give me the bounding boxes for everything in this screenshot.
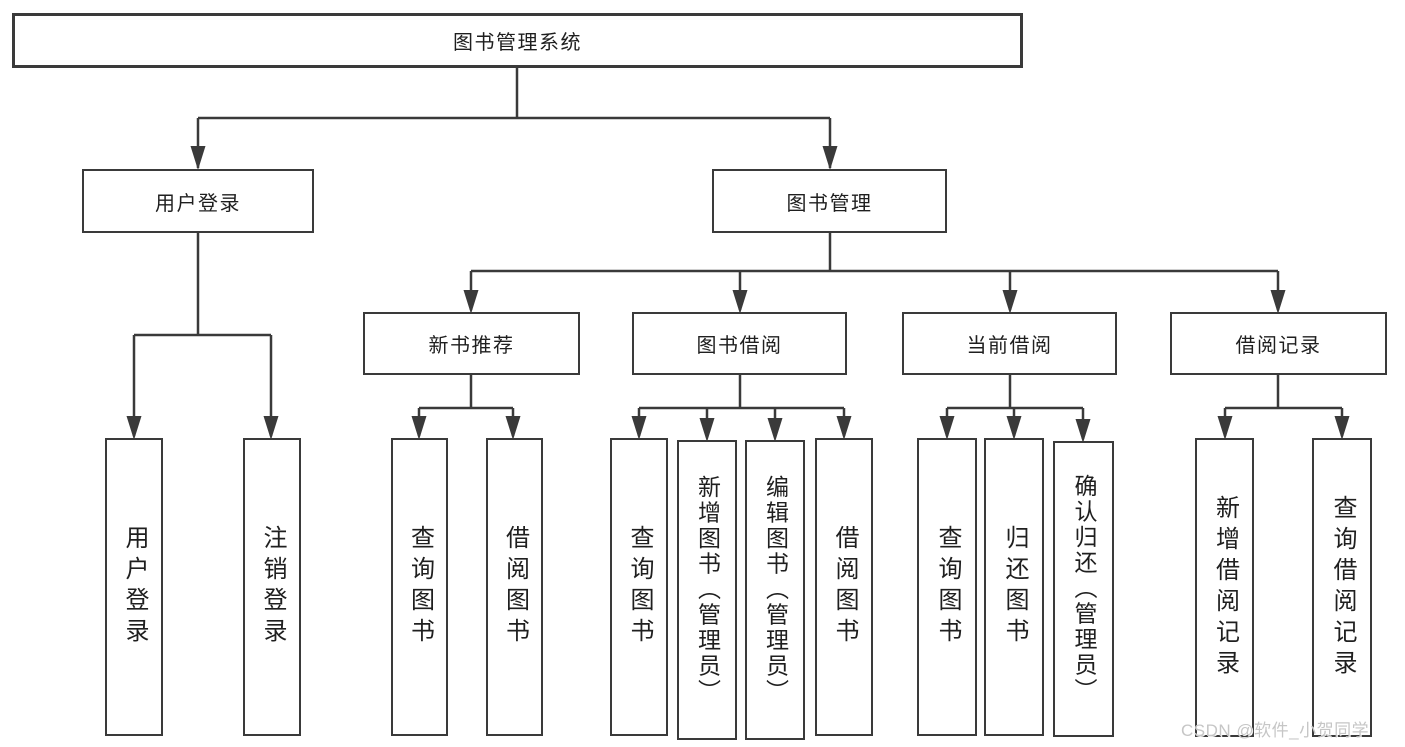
leaf-borrow-books-borrow-label: 借阅图书 xyxy=(831,525,858,649)
leaf-logout-login: 注销登录 xyxy=(243,438,301,736)
node-user-login-label: 用户登录 xyxy=(155,192,241,215)
node-borrow-records: 借阅记录 xyxy=(1170,312,1387,375)
leaf-query-borrow-record-label: 查询借阅记录 xyxy=(1329,494,1356,681)
leaf-edit-book-admin: 编辑图书（管理员） xyxy=(745,440,805,740)
leaf-query-borrow-record: 查询借阅记录 xyxy=(1312,438,1372,737)
node-book-borrow-label: 图书借阅 xyxy=(696,335,783,357)
leaf-return-book-label: 归还图书 xyxy=(1001,525,1028,649)
node-borrow-records-label: 借阅记录 xyxy=(1235,335,1322,357)
node-user-login: 用户登录 xyxy=(82,169,314,233)
node-book-management: 图书管理 xyxy=(712,169,947,233)
leaf-logout-login-label: 注销登录 xyxy=(259,525,286,649)
leaf-return-book: 归还图书 xyxy=(984,438,1044,736)
leaf-edit-book-admin-label: 编辑图书（管理员） xyxy=(762,475,789,705)
leaf-add-borrow-record: 新增借阅记录 xyxy=(1195,438,1254,737)
node-new-book-recommend: 新书推荐 xyxy=(363,312,580,375)
node-book-borrow: 图书借阅 xyxy=(632,312,847,375)
leaf-query-books-recommend: 查询图书 xyxy=(391,438,448,736)
node-current-borrow-label: 当前借阅 xyxy=(966,335,1053,357)
leaf-borrow-books-recommend-label: 借阅图书 xyxy=(501,525,529,649)
node-library-system-label: 图书管理系统 xyxy=(453,32,582,54)
leaf-query-books-current-label: 查询图书 xyxy=(934,525,961,649)
node-current-borrow: 当前借阅 xyxy=(902,312,1117,375)
node-library-system: 图书管理系统 xyxy=(12,13,1023,68)
leaf-confirm-return-admin-label: 确认归还（管理员） xyxy=(1071,474,1097,704)
leaf-user-login-label: 用户登录 xyxy=(121,525,148,649)
leaf-borrow-books-borrow: 借阅图书 xyxy=(815,438,873,736)
node-new-book-recommend-label: 新书推荐 xyxy=(428,335,515,357)
leaf-query-books-recommend-label: 查询图书 xyxy=(406,525,434,649)
leaf-borrow-books-recommend: 借阅图书 xyxy=(486,438,543,736)
leaf-confirm-return-admin: 确认归还（管理员） xyxy=(1053,441,1114,737)
leaf-query-books-borrow-label: 查询图书 xyxy=(626,525,653,649)
node-book-management-label: 图书管理 xyxy=(786,192,873,215)
leaf-query-books-borrow: 查询图书 xyxy=(610,438,668,736)
leaf-add-book-admin: 新增图书（管理员） xyxy=(677,440,737,740)
leaf-add-book-admin-label: 新增图书（管理员） xyxy=(694,475,721,705)
leaf-add-borrow-record-label: 新增借阅记录 xyxy=(1211,494,1239,681)
watermark: CSDN @软件_小贺同学 xyxy=(1181,721,1370,740)
leaf-query-books-current: 查询图书 xyxy=(917,438,977,736)
leaf-user-login: 用户登录 xyxy=(105,438,163,736)
